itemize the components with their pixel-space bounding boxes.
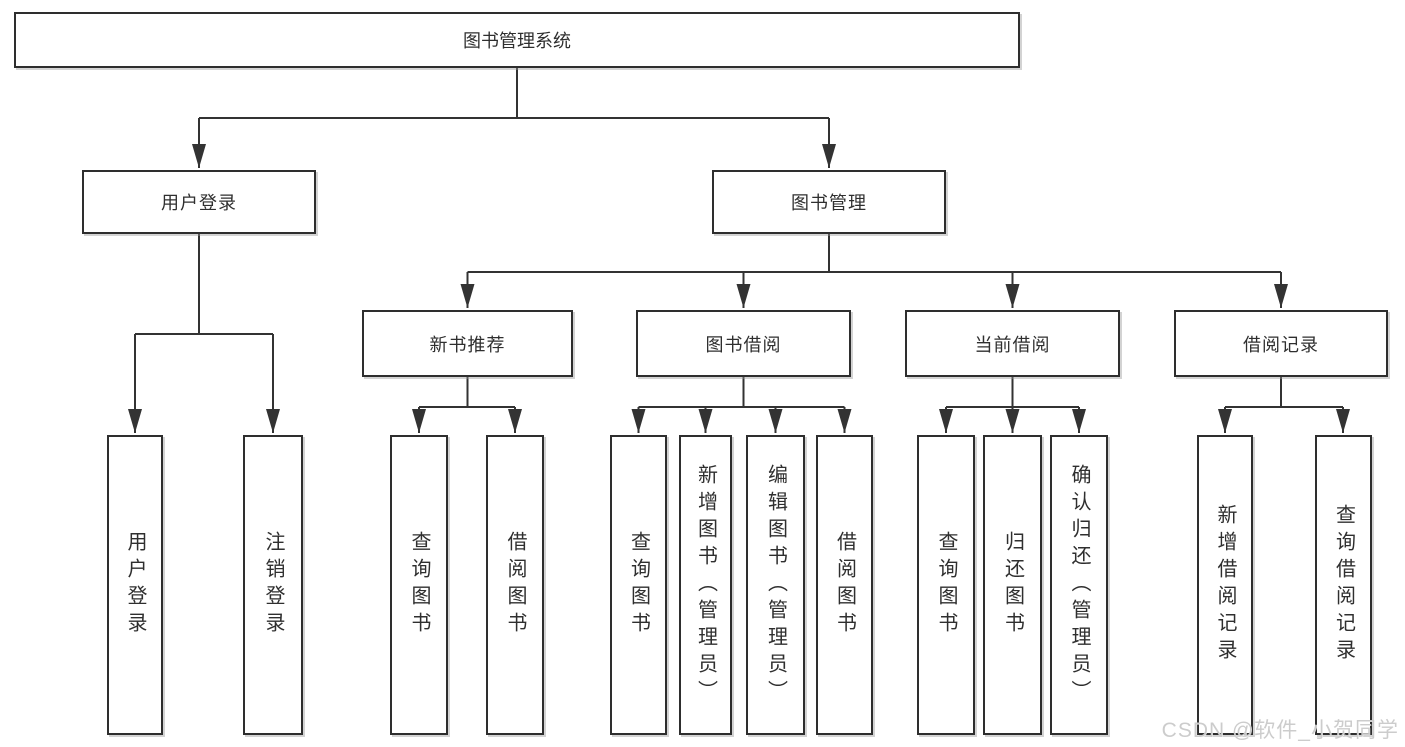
- leaf-add-books-admin: 新增图书（管理员）: [679, 435, 732, 735]
- leaf-label: 用户登录: [124, 531, 146, 639]
- leaf-logout: 注销登录: [243, 435, 303, 735]
- leaf-label: 编辑图书（管理员）: [764, 463, 787, 707]
- node-label: 借阅记录: [1243, 334, 1319, 355]
- leaf-borrow-books: 借阅图书: [816, 435, 873, 735]
- leaf-query-books-current: 查询图书: [917, 435, 975, 735]
- node-label: 图书管理系统: [463, 31, 571, 51]
- leaf-label: 新增借阅记录: [1214, 504, 1236, 666]
- watermark: CSDN @软件_小贺同学: [1161, 719, 1399, 742]
- node-book-borrow: 图书借阅: [636, 310, 851, 377]
- node-label: 用户登录: [161, 193, 237, 213]
- leaf-label: 查询图书: [627, 531, 650, 639]
- node-book-management: 图书管理: [712, 170, 946, 234]
- leaf-query-books-recommend: 查询图书: [390, 435, 448, 735]
- leaf-add-borrow-record: 新增借阅记录: [1197, 435, 1253, 735]
- leaf-borrow-books-recommend: 借阅图书: [486, 435, 544, 735]
- leaf-confirm-return-admin: 确认归还（管理员）: [1050, 435, 1108, 735]
- leaf-label: 查询图书: [935, 531, 957, 639]
- leaf-label: 确认归还（管理员）: [1068, 463, 1090, 707]
- node-label: 新书推荐: [429, 334, 506, 355]
- leaf-label: 查询图书: [408, 531, 430, 639]
- node-label: 图书借阅: [705, 334, 782, 355]
- node-new-book-recommend: 新书推荐: [362, 310, 573, 377]
- leaf-label: 归还图书: [1001, 531, 1024, 639]
- leaf-return-books: 归还图书: [983, 435, 1042, 735]
- leaf-label: 查询借阅记录: [1332, 504, 1355, 666]
- leaf-label: 注销登录: [262, 531, 284, 639]
- node-label: 当前借阅: [974, 334, 1051, 355]
- leaf-label: 借阅图书: [833, 531, 856, 639]
- node-borrow-records: 借阅记录: [1174, 310, 1388, 377]
- leaf-user-login: 用户登录: [107, 435, 163, 735]
- leaf-query-books-borrow: 查询图书: [610, 435, 667, 735]
- node-user-login: 用户登录: [82, 170, 316, 234]
- leaf-edit-books-admin: 编辑图书（管理员）: [746, 435, 805, 735]
- leaf-label: 借阅图书: [504, 531, 526, 639]
- node-library-management-system: 图书管理系统: [14, 12, 1020, 68]
- leaf-label: 新增图书（管理员）: [694, 463, 717, 707]
- node-label: 图书管理: [791, 193, 867, 213]
- leaf-query-borrow-record: 查询借阅记录: [1315, 435, 1372, 735]
- node-current-borrow: 当前借阅: [905, 310, 1120, 377]
